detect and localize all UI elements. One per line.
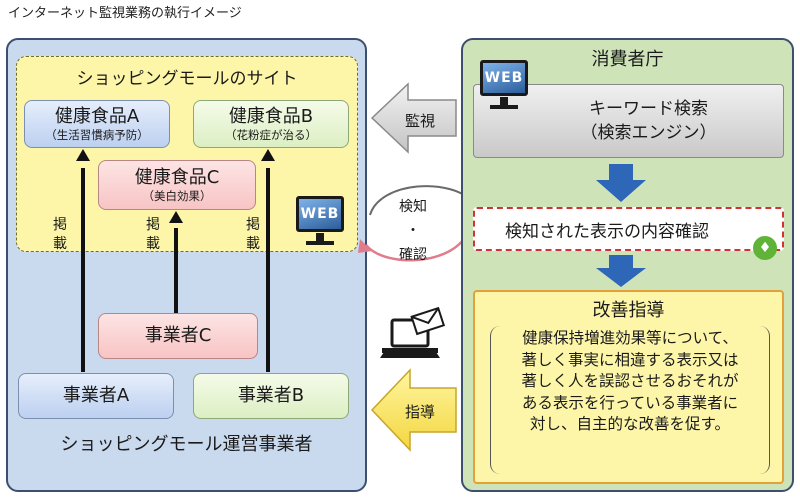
down-arrow-icon: [596, 255, 646, 287]
post-label-a: 掲載: [53, 217, 67, 252]
post-arrow-c: [174, 228, 178, 314]
confirm-label: 確認: [399, 247, 427, 263]
post-label-c: 掲載: [146, 217, 160, 252]
post-label-b: 掲載: [246, 217, 260, 252]
guide-label: 指導: [404, 403, 435, 421]
web-monitor-stand: [316, 233, 324, 242]
detect-confirm-label: 検知 ・ 確認: [388, 195, 438, 267]
improvement-guidance-text: 健康保持増進効果等について、 著しく事実に相違する表示又は 著しく人を誤認させる…: [490, 326, 770, 474]
health-food-a-name: 健康食品A: [54, 106, 140, 127]
post-arrow-a: [81, 168, 85, 372]
keyword-search-label: キーワード検索: [589, 99, 708, 119]
laptop-mail-icon: [380, 306, 446, 358]
improvement-line: 著しく人を誤認させるおそれが: [521, 372, 739, 390]
detect-dot: ・: [406, 223, 420, 239]
health-food-c-box: 健康食品C （美白効果）: [98, 160, 256, 210]
web-monitor-text: WEB: [300, 206, 340, 222]
web-monitor-stand: [500, 97, 508, 106]
page-title: インターネット監視業務の執行イメージ: [8, 6, 242, 21]
post-arrow-c-head: [169, 211, 183, 223]
improvement-guidance-title: 改善指導: [592, 300, 665, 321]
health-food-c-name: 健康食品C: [134, 167, 220, 188]
health-food-b-box: 健康食品B （花粉症が治る）: [193, 100, 349, 148]
company-c-box: 事業者C: [98, 313, 258, 359]
detect-label: 検知: [399, 199, 427, 215]
improvement-line: 健康保持増進効果等について、: [522, 329, 738, 347]
detected-content-label: 検知された表示の内容確認: [505, 221, 709, 242]
health-food-b-name: 健康食品B: [228, 106, 314, 127]
watch-arrow-icon: [370, 82, 457, 154]
company-b-name: 事業者B: [237, 385, 305, 406]
health-food-c-note: （美白効果）: [142, 189, 212, 203]
post-arrow-b: [266, 168, 270, 372]
improvement-line: 対し、自主的な改善を促す。: [530, 415, 730, 433]
detected-content-check-box: 検知された表示の内容確認: [473, 207, 784, 251]
health-food-a-box: 健康食品A （生活習慣病予防）: [24, 100, 170, 148]
post-arrow-a-head: [76, 149, 90, 161]
health-food-b-note: （花粉症が治る）: [225, 128, 317, 142]
company-c-name: 事業者C: [144, 325, 212, 346]
web-monitor-base: [490, 105, 518, 109]
guide-arrow-icon: [370, 368, 457, 452]
health-food-a-note: （生活習慣病予防）: [45, 128, 149, 142]
company-a-name: 事業者A: [62, 385, 130, 406]
improvement-guidance-box: [473, 290, 784, 484]
improvement-line: 著しく事実に相違する表示又は: [521, 350, 739, 369]
post-arrow-b-head: [261, 149, 275, 161]
web-monitor-base: [306, 241, 334, 245]
web-monitor-icon: WEB: [296, 196, 344, 232]
company-a-box: 事業者A: [18, 373, 174, 419]
company-b-box: 事業者B: [193, 373, 349, 419]
search-engine-label: （検索エンジン）: [580, 123, 717, 143]
shopping-mall-site-title: ショッピングモールのサイト: [76, 69, 298, 89]
consumer-agency-title: 消費者庁: [591, 49, 664, 70]
improvement-line: ある表示を行っている事業者に: [521, 393, 739, 412]
watch-label: 監視: [404, 112, 435, 130]
evernote-icon[interactable]: ♦: [753, 236, 777, 260]
web-monitor-icon: WEB: [480, 60, 528, 96]
down-arrow-icon: [596, 164, 646, 202]
operator-title: ショッピングモール運営事業者: [60, 434, 313, 455]
web-monitor-text: WEB: [484, 70, 524, 86]
keyword-search-box: キーワード検索 （検索エンジン）: [473, 84, 784, 158]
